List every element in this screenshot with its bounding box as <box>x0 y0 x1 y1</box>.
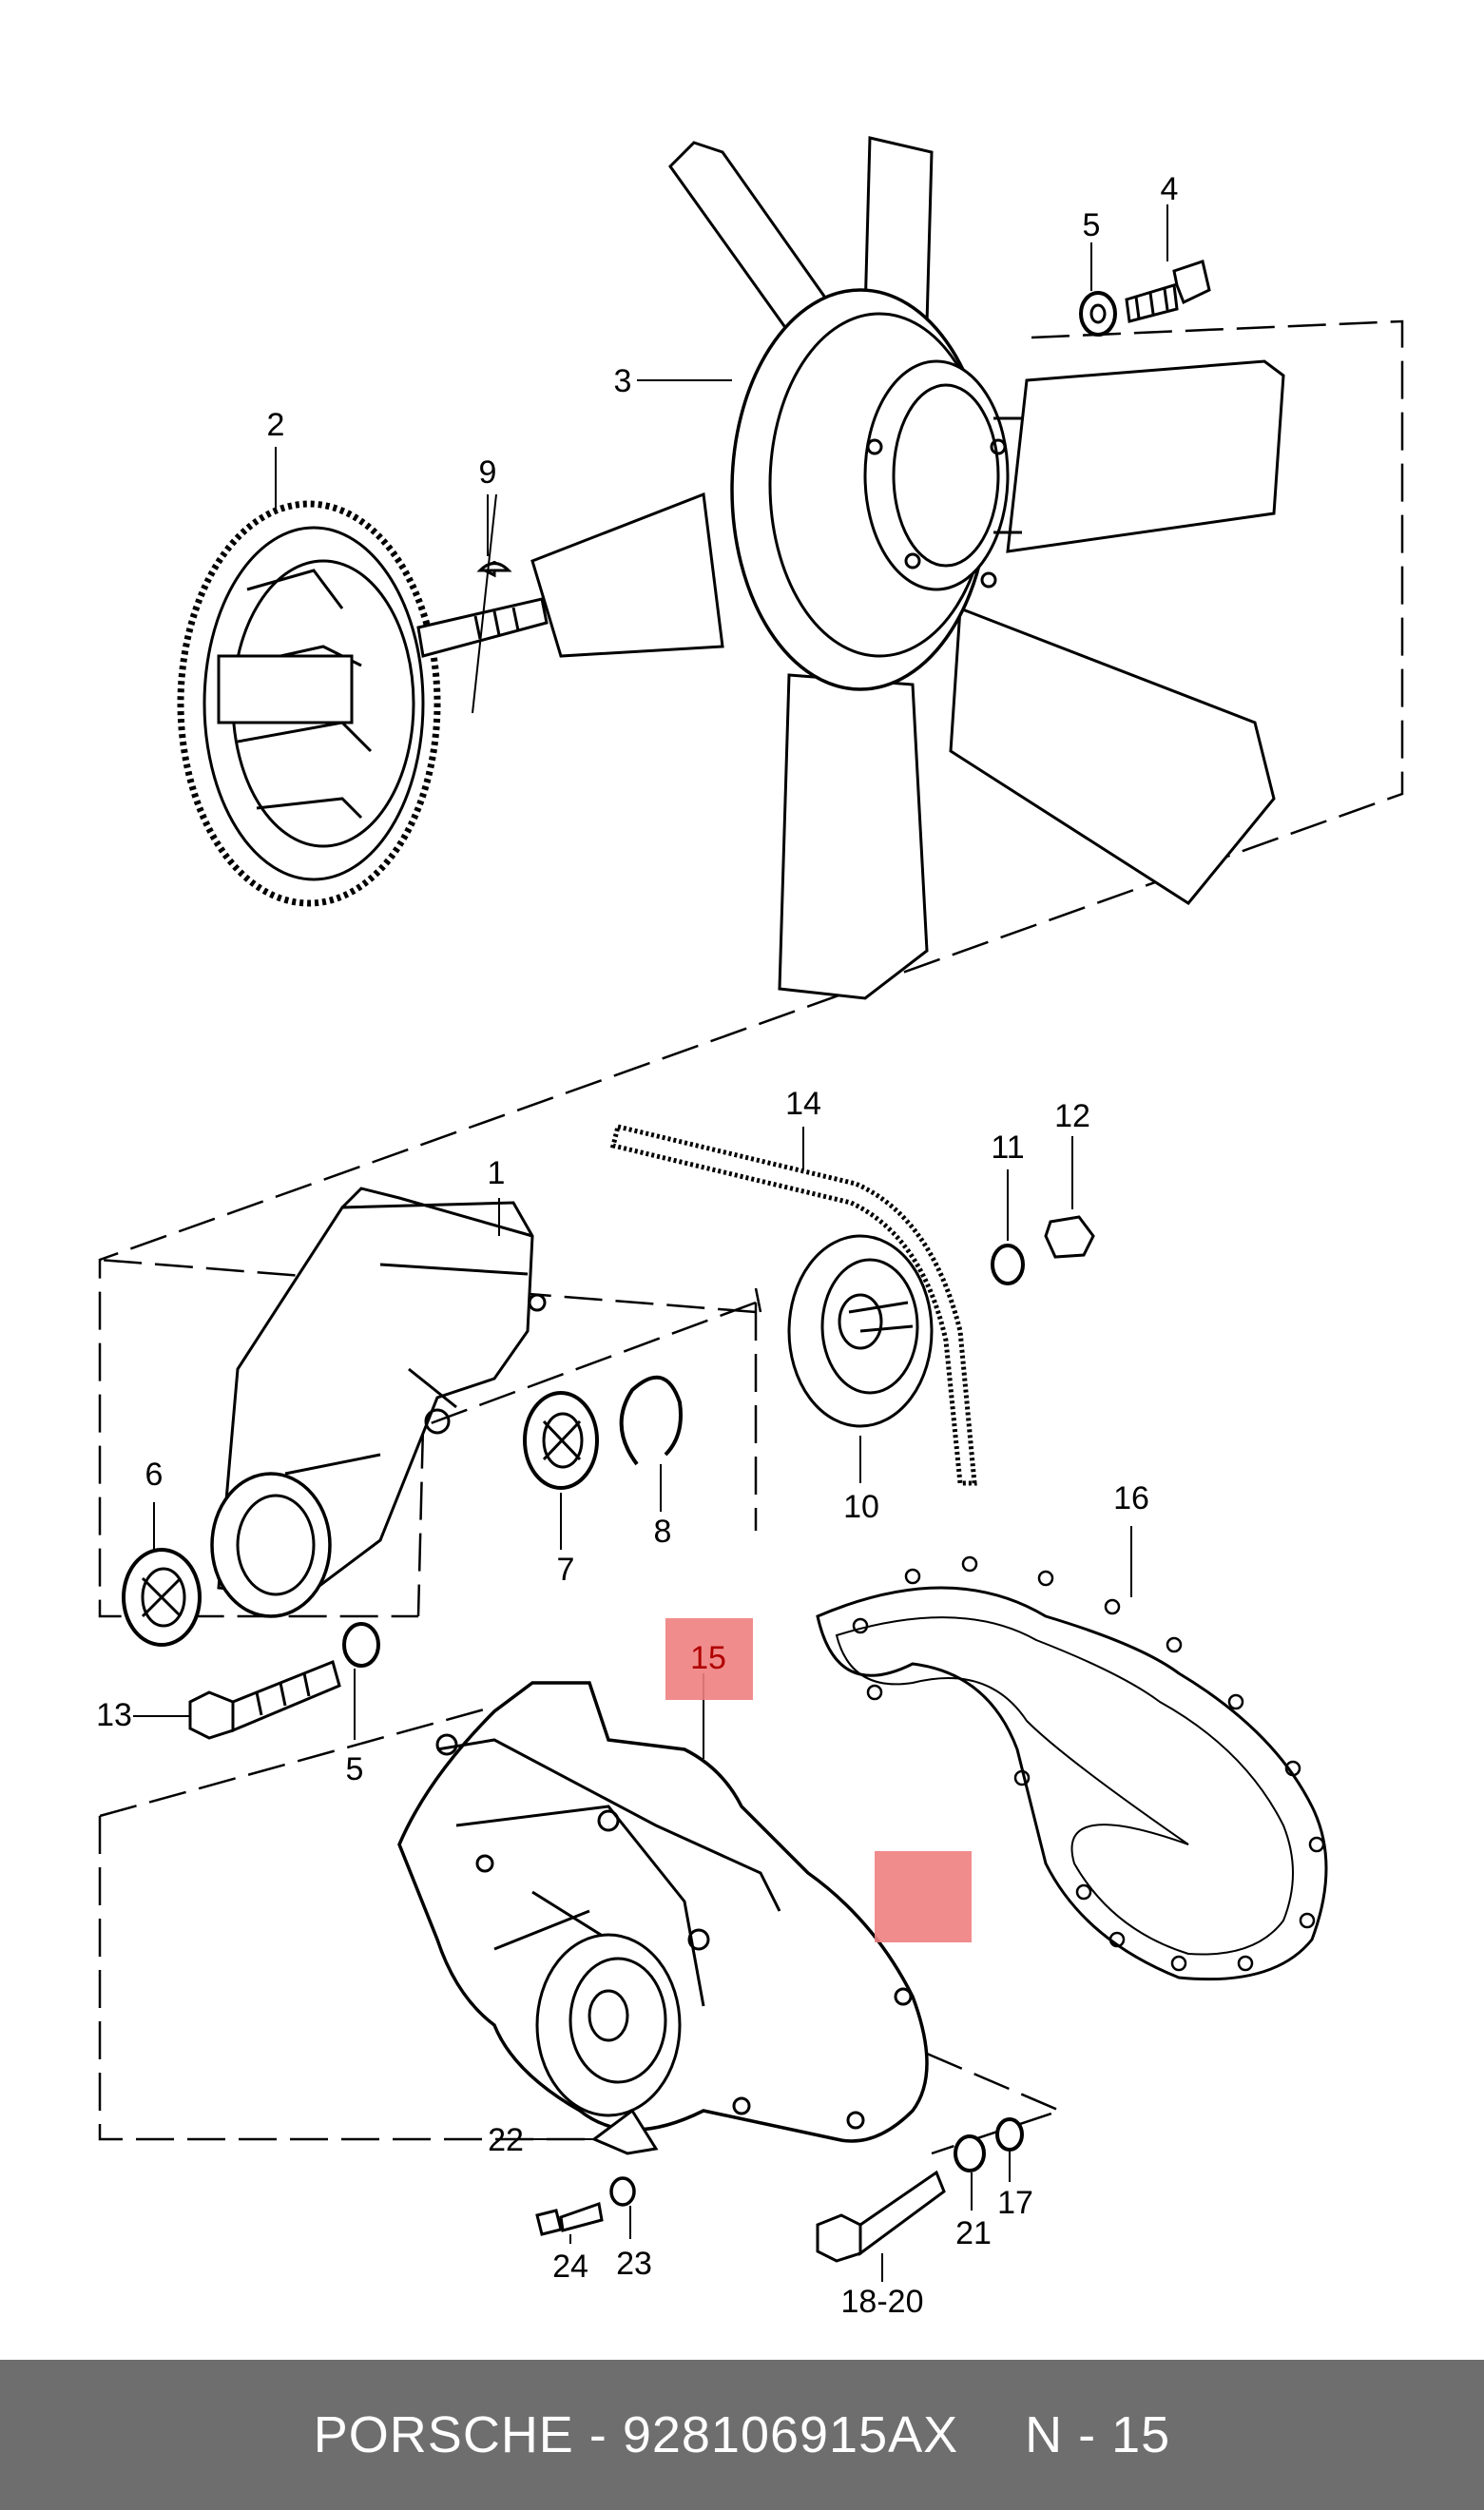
woodruff-key <box>476 562 512 572</box>
leader-lines <box>133 204 1168 2282</box>
bracket <box>210 1187 547 1618</box>
washer-11 <box>991 1244 1025 1285</box>
callout-7: 7 <box>557 1552 575 1588</box>
gasket-highlight <box>875 1851 972 1942</box>
bolt-13 <box>188 1659 341 1740</box>
v-belt <box>609 1123 977 1486</box>
callout-16: 16 <box>1113 1480 1149 1516</box>
washer-5-lower <box>342 1622 380 1668</box>
top-bolt <box>1079 260 1211 337</box>
callout-24: 24 <box>552 2249 588 2285</box>
callout-22: 22 <box>488 2122 524 2158</box>
callout-5-bottom: 5 <box>346 1751 364 1787</box>
gasket <box>816 1586 1328 1981</box>
footer-bar: PORSCHE - 928106915AX N - 15 <box>0 2360 1484 2510</box>
callout-9: 9 <box>479 454 497 491</box>
callout-6: 6 <box>145 1457 164 1493</box>
water-pump <box>397 1681 929 2143</box>
parts-diagram: 1 2 3 4 5 5 6 7 8 9 10 11 12 13 14 15 16… <box>96 136 1404 2320</box>
callout-5-top: 5 <box>1083 207 1101 243</box>
callout-18-20: 18-20 <box>841 2284 924 2320</box>
callout-11: 11 <box>991 1130 1024 1166</box>
snap-ring <box>619 1375 683 1466</box>
page-reference: N - 15 <box>1025 2406 1171 2463</box>
part-number-label: PORSCHE - 928106915AX <box>313 2406 959 2463</box>
bearing-left <box>122 1548 202 1647</box>
nut-12 <box>1044 1215 1095 1259</box>
callout-2: 2 <box>267 407 285 443</box>
callout-4: 4 <box>1161 171 1179 207</box>
callout-14: 14 <box>785 1086 821 1122</box>
gasket-bolt-holes <box>852 1555 1325 1972</box>
callout-13: 13 <box>96 1697 132 1733</box>
callout-15: 15 <box>690 1640 726 1676</box>
callout-17: 17 <box>997 2185 1033 2221</box>
bolt-18-20 <box>816 2170 946 2263</box>
fan-blade <box>530 136 1285 1000</box>
callout-1: 1 <box>488 1155 506 1191</box>
callout-8: 8 <box>654 1514 672 1550</box>
bearing-right <box>523 1391 599 1490</box>
callout-10: 10 <box>843 1489 879 1525</box>
washer-23 <box>609 2176 636 2207</box>
part-15-highlight <box>665 1618 753 1700</box>
callout-23: 23 <box>616 2246 652 2282</box>
bolt-24 <box>535 2202 604 2236</box>
pulley <box>787 1234 934 1428</box>
callout-21: 21 <box>955 2215 992 2251</box>
washer-17 <box>995 2117 1024 2152</box>
bracket-clip-22 <box>591 2108 659 2155</box>
washer-21 <box>954 2134 986 2172</box>
callout-3: 3 <box>614 363 632 399</box>
callout-12: 12 <box>1054 1098 1090 1134</box>
